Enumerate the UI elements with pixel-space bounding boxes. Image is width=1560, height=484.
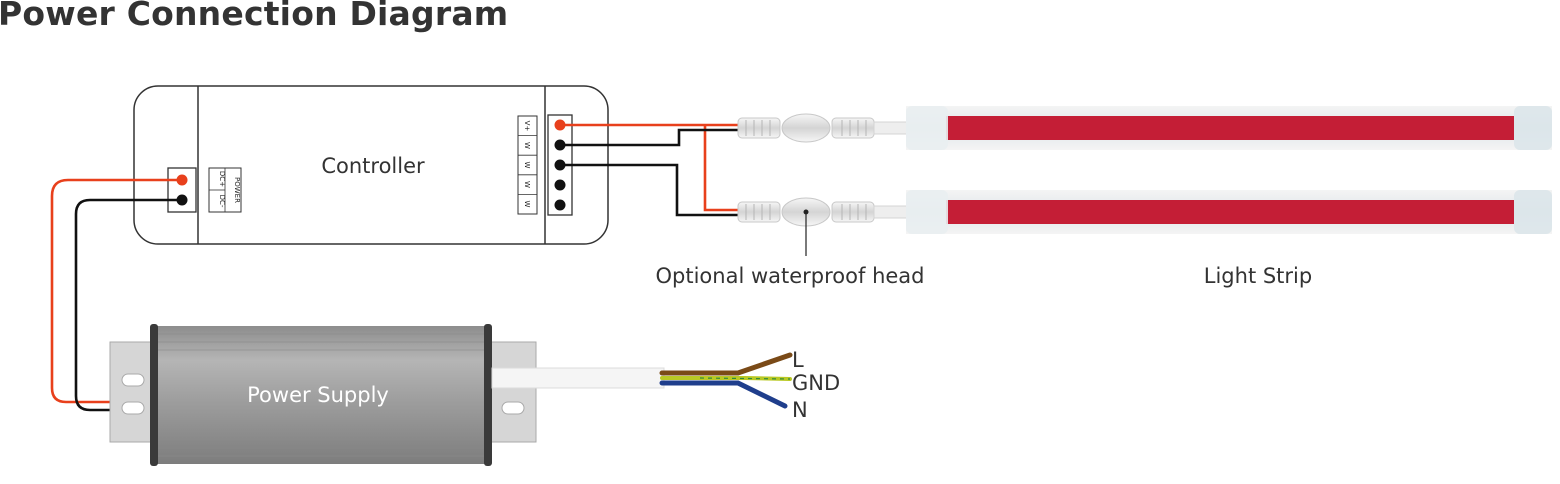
input-label-box: DC+ DC- POWER bbox=[208, 167, 242, 213]
page-title: Power Connection Diagram bbox=[0, 0, 509, 33]
out-w2-label: W bbox=[523, 162, 531, 169]
out-w4-label: W bbox=[523, 201, 531, 208]
power-supply-label: Power Supply bbox=[247, 383, 389, 407]
bottom-connector bbox=[737, 197, 911, 227]
w1-wire bbox=[560, 128, 738, 147]
light-strip-label: Light Strip bbox=[1204, 264, 1312, 288]
wire-n-label: N bbox=[792, 398, 808, 422]
controller: Controller DC+ DC- POWER V+ W W W W bbox=[133, 85, 609, 245]
power-group-label: POWER bbox=[233, 177, 241, 203]
out-w3-label: W bbox=[523, 181, 531, 188]
neutral-wire bbox=[659, 380, 788, 409]
live-wire bbox=[659, 352, 793, 376]
dc-negative-wire bbox=[74, 198, 182, 412]
out-vplus-label: V+ bbox=[523, 121, 531, 132]
out-w4-terminal bbox=[554, 199, 566, 211]
power-supply: Power Supply bbox=[109, 324, 537, 466]
dc-minus-label: DC- bbox=[218, 195, 226, 208]
vplus-wire-bottom bbox=[703, 125, 740, 212]
ps-flange-right bbox=[487, 341, 537, 443]
controller-label: Controller bbox=[321, 154, 425, 178]
mains-cable: L GND N bbox=[491, 348, 840, 422]
light-strip-top bbox=[906, 106, 1552, 150]
ps-body bbox=[154, 326, 490, 464]
w2-wire bbox=[560, 163, 740, 217]
out-w3-terminal bbox=[554, 179, 566, 191]
wire-l-label: L bbox=[792, 348, 804, 372]
out-w1-label: W bbox=[523, 142, 531, 149]
top-connector bbox=[737, 113, 911, 143]
light-strip-bottom bbox=[906, 190, 1552, 234]
waterproof-head-label: Optional waterproof head bbox=[656, 264, 925, 288]
wire-gnd-label: GND bbox=[792, 371, 840, 395]
output-label-box: V+ W W W W bbox=[517, 115, 538, 215]
dc-positive-wire bbox=[50, 178, 182, 404]
dc-plus-label: DC+ bbox=[218, 171, 226, 187]
